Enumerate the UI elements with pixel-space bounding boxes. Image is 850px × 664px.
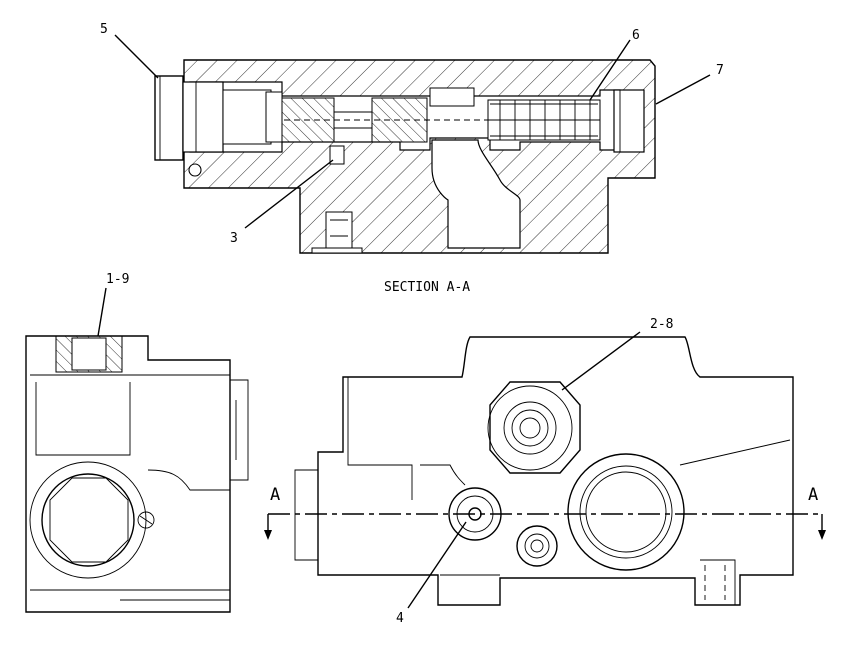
callout-3: 3 [230,231,238,246]
plug-hex [154,75,184,161]
side-port-hex [49,477,129,563]
spool-neck [429,87,475,107]
section-line-a-a [264,513,826,540]
front-outline [317,336,794,606]
front-small-port [516,525,558,567]
section-view [154,59,656,254]
side-port-ring [41,473,135,567]
plug-body [182,81,224,153]
side-view [25,335,249,613]
section-leaders [114,34,711,229]
plug-insert [222,89,272,145]
section-title: SECTION A-A [384,280,470,295]
side-port-outer [29,461,147,579]
section-marker-left: A [270,485,280,505]
callout-5: 5 [100,22,108,37]
front-hex-plug [489,381,581,474]
front-large-port [567,453,685,571]
end-cap-right [613,89,645,153]
section-port [431,139,521,249]
orifice [329,145,345,165]
callout-7: 7 [716,63,724,78]
side-outline [25,335,231,613]
o-ring [188,163,202,177]
front-view [294,336,794,606]
section-marker-right: A [808,485,818,505]
callout-6: 6 [632,28,640,43]
side-small-hole [137,511,155,529]
port-plug [325,211,353,253]
callout-1-9: 1-9 [106,272,129,287]
callout-2-8: 2-8 [650,317,673,332]
callout-4: 4 [396,611,404,626]
